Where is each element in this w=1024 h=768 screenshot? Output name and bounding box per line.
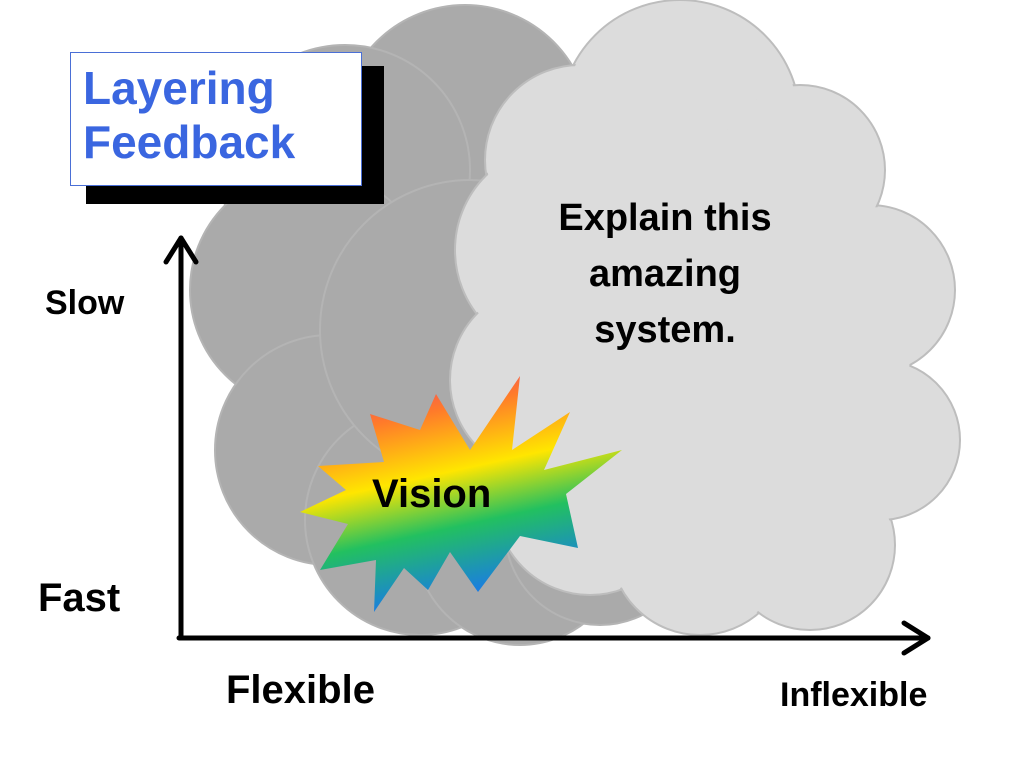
vision-label: Vision bbox=[372, 472, 492, 516]
title-line-1: Layering bbox=[83, 62, 275, 114]
y-axis-arrowhead bbox=[163, 235, 199, 265]
x-axis-label-inflexible: Inflexible bbox=[780, 676, 928, 714]
front-cloud-fill bbox=[452, 2, 958, 633]
vision-starburst bbox=[300, 376, 622, 612]
title-box: Layering Feedback bbox=[70, 52, 362, 186]
y-axis-label-fast: Fast bbox=[38, 576, 121, 620]
cloud-caption-line-1: Explain this bbox=[558, 197, 772, 239]
x-axis-arrowhead bbox=[901, 620, 931, 656]
axes bbox=[163, 235, 931, 656]
cloud-caption-line-2: amazing bbox=[588, 253, 742, 295]
y-axis-label-slow: Slow bbox=[45, 284, 125, 322]
cloud-caption-line-3: system. bbox=[594, 309, 736, 351]
cloud-caption: Explain this amazing system. bbox=[520, 190, 810, 358]
title-line-2: Feedback bbox=[83, 116, 296, 168]
x-axis-label-flexible: Flexible bbox=[226, 668, 375, 712]
